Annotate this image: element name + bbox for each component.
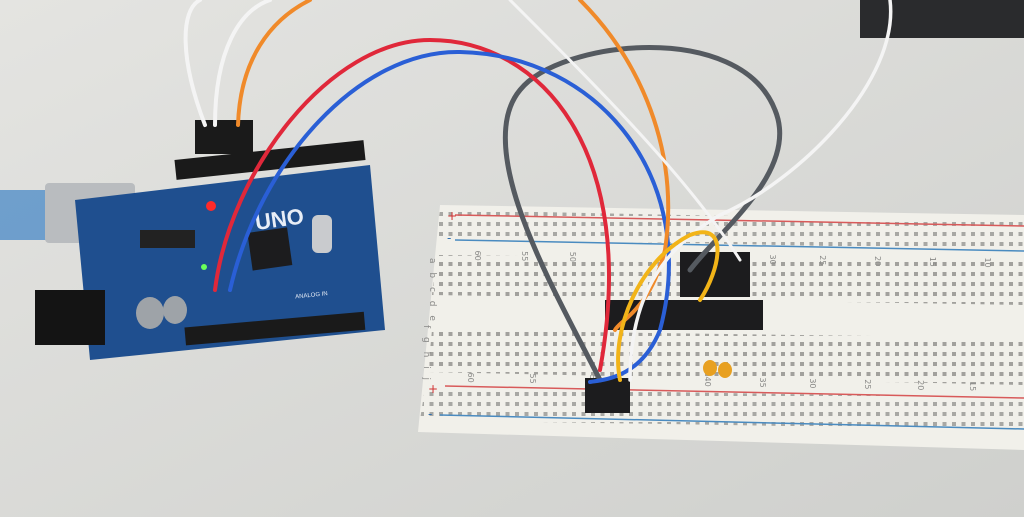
row-labels-bottom: f g h i j — [421, 325, 431, 383]
column-number: 10 — [983, 257, 992, 267]
column-number: 55 — [528, 374, 537, 384]
column-number: 60 — [473, 250, 482, 260]
dupont-connector — [585, 378, 630, 413]
dc-jack — [35, 290, 105, 345]
column-number: 60 — [466, 372, 475, 382]
column-number: 40 — [703, 377, 712, 387]
rail-plus-top: + — [447, 209, 457, 223]
column-number: 50 — [568, 252, 577, 262]
rail-plus-bottom: + — [428, 382, 438, 396]
status-led — [201, 264, 207, 270]
column-number: 55 — [520, 251, 529, 261]
capacitor — [136, 297, 164, 329]
analog-label: ANALOG IN — [295, 291, 328, 300]
column-number: 35 — [758, 377, 767, 387]
column-number: 20 — [916, 380, 925, 390]
arduino-uno-board: UNO ANALOG IN — [35, 140, 385, 360]
ceramic-capacitor — [703, 360, 717, 376]
crystal — [312, 215, 332, 253]
rail-minus-top: - — [447, 231, 451, 245]
capacitor — [163, 296, 187, 324]
row-labels-top: a b c d e — [427, 258, 437, 324]
jumper-wires — [183, 0, 893, 384]
ceramic-capacitor — [718, 362, 732, 378]
column-number: 25 — [863, 379, 872, 389]
dark-object — [860, 0, 1024, 38]
column-number: 30 — [768, 255, 777, 265]
microcontroller-chip — [247, 227, 293, 271]
column-number: 20 — [873, 256, 882, 266]
column-number: 15 — [928, 257, 937, 267]
column-number: 30 — [808, 378, 817, 388]
power-led — [206, 201, 216, 211]
column-number: 15 — [968, 381, 977, 391]
rail-minus-bottom: - — [428, 407, 432, 421]
breadboard: + - + - a b c d e f g h i j 60 55 50 30 25 20… — [418, 205, 1024, 450]
column-number: 25 — [818, 255, 827, 265]
